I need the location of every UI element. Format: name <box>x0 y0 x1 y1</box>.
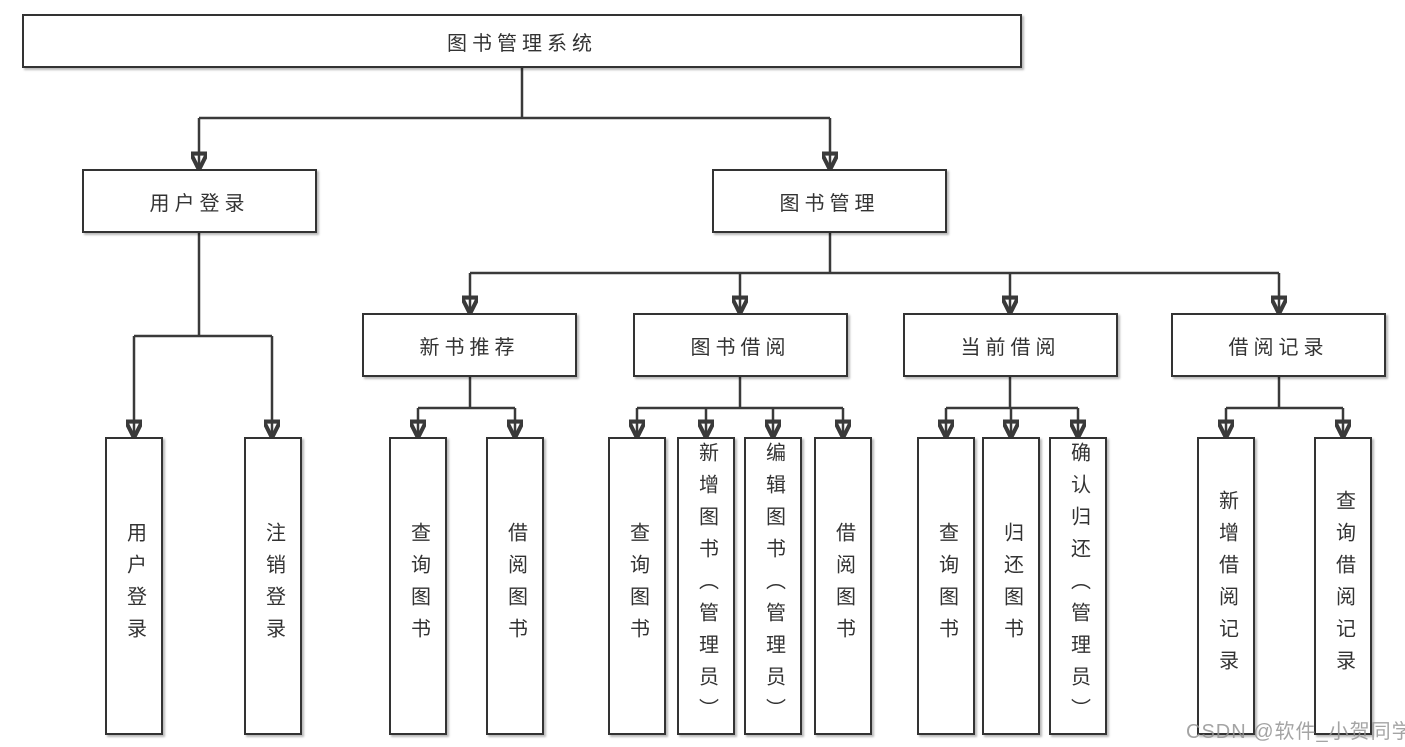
leaf-query-books-3: 查询图书 <box>917 437 975 735</box>
leaf-query-borrow-record: 查询借阅记录 <box>1314 437 1372 735</box>
node-book-borrowing: 图书借阅 <box>633 313 848 377</box>
leaf-user-login: 用户登录 <box>105 437 163 735</box>
leaf-confirm-return-admin: 确认归还（管理员） <box>1049 437 1107 735</box>
leaf-add-borrow-record: 新增借阅记录 <box>1197 437 1255 735</box>
node-new-book-recommendation: 新书推荐 <box>362 313 577 377</box>
node-book-management: 图书管理 <box>712 169 947 233</box>
node-library-management-system: 图书管理系统 <box>22 14 1022 68</box>
node-current-borrowing: 当前借阅 <box>903 313 1118 377</box>
node-user-login: 用户登录 <box>82 169 317 233</box>
leaf-borrow-books-1: 借阅图书 <box>486 437 544 735</box>
leaf-add-book-admin: 新增图书（管理员） <box>677 437 735 735</box>
leaf-query-books-2: 查询图书 <box>608 437 666 735</box>
leaf-query-books-1: 查询图书 <box>389 437 447 735</box>
leaf-edit-book-admin: 编辑图书（管理员） <box>744 437 802 735</box>
leaf-logout: 注销登录 <box>244 437 302 735</box>
leaf-return-books: 归还图书 <box>982 437 1040 735</box>
node-borrowing-records: 借阅记录 <box>1171 313 1386 377</box>
leaf-borrow-books-2: 借阅图书 <box>814 437 872 735</box>
csdn-watermark: CSDN @软件_小贺同学 <box>1186 721 1405 743</box>
